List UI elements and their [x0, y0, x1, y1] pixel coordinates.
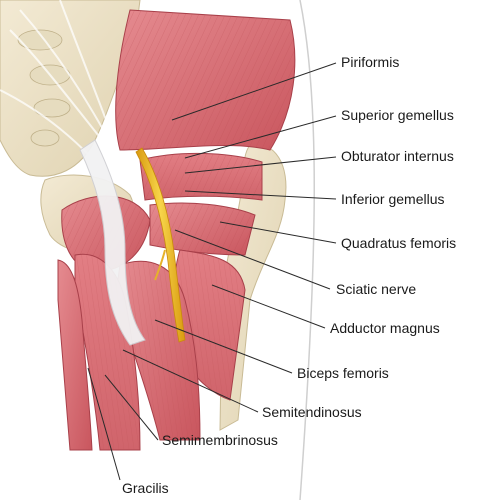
label-semitendinosus: Semitendinosus: [262, 404, 362, 420]
sciatic-nerve: [135, 147, 186, 343]
thigh-outline: [299, 0, 316, 500]
leader-lines: [87, 62, 337, 481]
label-inferior-gemellus: Inferior gemellus: [341, 191, 445, 207]
label-quadratus-femoris: Quadratus femoris: [341, 235, 457, 251]
label-adductor-magnus: Adductor magnus: [330, 320, 440, 336]
label-semimembranosus: Semimembrinosus: [162, 432, 278, 448]
sacrotuberous-ligament: [79, 139, 146, 346]
ligaments: [0, 0, 126, 191]
sacral-segments: [17, 29, 71, 147]
label-piriformis: Piriformis: [341, 54, 400, 70]
sciatic-branch: [154, 249, 166, 281]
label-gracilis: Gracilis: [122, 480, 169, 496]
label-sciatic-nerve: Sciatic nerve: [336, 281, 417, 297]
label-obturator-internus: Obturator internus: [341, 148, 454, 164]
label-superior-gemellus: Superior gemellus: [341, 107, 454, 123]
label-biceps-femoris: Biceps femoris: [297, 365, 389, 381]
gracilis-muscle: [57, 259, 93, 451]
